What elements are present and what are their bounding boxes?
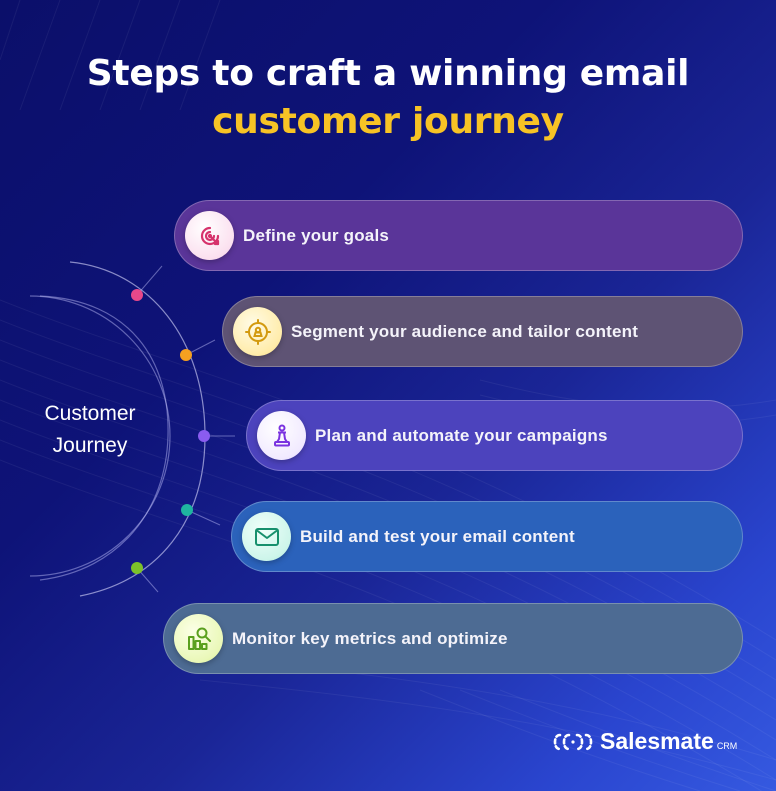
step-define-goals: Define your goals (174, 200, 743, 271)
step-plan-automate: Plan and automate your campaigns (246, 400, 743, 471)
step-label: Monitor key metrics and optimize (232, 628, 508, 648)
chart-search-icon (174, 614, 223, 663)
salesmate-logo-icon (553, 733, 593, 750)
center-label-line-1: Customer (44, 402, 136, 425)
step-segment-audience: Segment your audience and tailor content (222, 296, 743, 367)
step-build-test-content: Build and test your email content (231, 501, 743, 572)
customer-journey-label: Customer Journey (20, 398, 160, 462)
title-line-2-highlight: customer journey (212, 101, 564, 142)
target-icon (185, 211, 234, 260)
dot-step-2 (180, 349, 192, 361)
brand-name: Salesmate (600, 728, 714, 754)
envelope-icon (242, 512, 291, 561)
page-title: Steps to craft a winning email customer … (0, 50, 776, 146)
inner-arc (29, 295, 171, 577)
salesmate-logo: Salesmate CRM (552, 728, 737, 755)
dot-step-5 (131, 562, 143, 574)
step-label: Build and test your email content (300, 526, 575, 546)
step-label: Segment your audience and tailor content (291, 321, 639, 341)
center-label-line-2: Journey (52, 434, 128, 457)
dot-step-4 (181, 504, 193, 516)
brand-suffix: CRM (716, 740, 738, 751)
chess-pawn-icon (257, 411, 306, 460)
title-line-1: Steps to craft a winning email (86, 53, 690, 94)
dot-step-1 (131, 289, 143, 301)
audience-target-icon (233, 307, 282, 356)
step-monitor-metrics: Monitor key metrics and optimize (163, 603, 743, 674)
step-label: Plan and automate your campaigns (315, 425, 608, 445)
step-label: Define your goals (243, 225, 390, 245)
dot-step-3 (198, 430, 210, 442)
